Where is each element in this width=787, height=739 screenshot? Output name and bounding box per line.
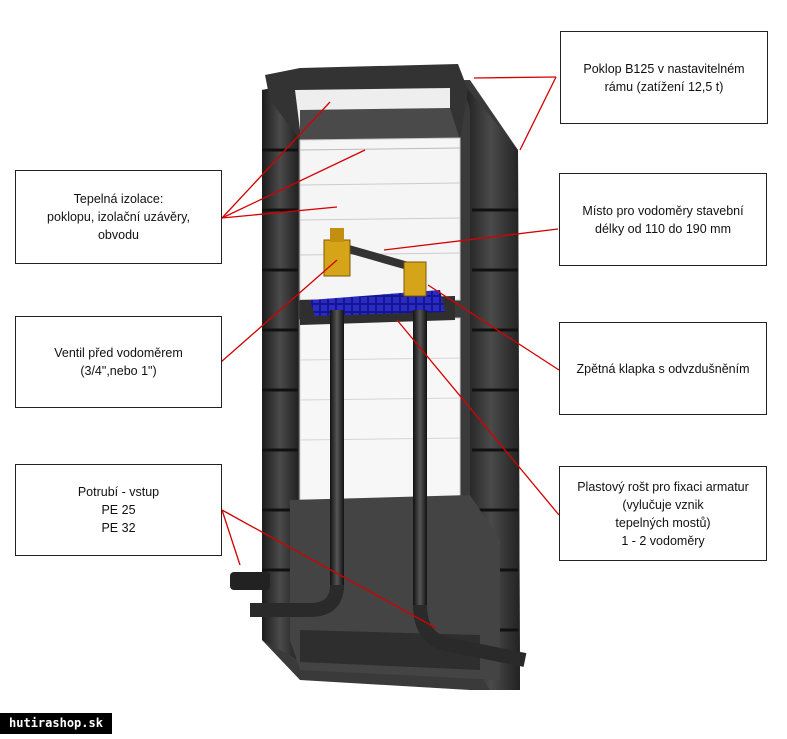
callout-line: (vylučuje vznik: [622, 497, 704, 512]
arrow-poklop-a: [473, 76, 557, 79]
callout-potrubi: Potrubí - vstup PE 25 PE 32: [15, 464, 222, 556]
callout-izolace: Tepelná izolace: poklopu, izolační uzávěr…: [15, 170, 222, 264]
callout-rost: Plastový rošt pro fixaci armatur (vylučuj…: [559, 466, 767, 561]
callout-klapka: Zpětná klapka s odvzdušněním: [559, 322, 767, 415]
arrows: [220, 76, 560, 629]
callout-line: Poklop B125 v nastavitelném: [583, 61, 745, 76]
callout-ventil: Ventil před vodoměrem (3/4",nebo 1"): [15, 316, 222, 408]
arrow-izolace-b: [221, 149, 366, 219]
callout-line: Plastový rošt pro fixaci armatur: [577, 479, 749, 494]
valves: [323, 228, 427, 297]
arrow-rost: [396, 319, 560, 516]
callout-line: Tepelná izolace:: [73, 192, 164, 206]
callout-line: obvodu: [97, 228, 139, 242]
watermark-label: hutirashop.sk: [0, 713, 112, 734]
callout-line: Ventil před vodoměrem: [54, 346, 183, 360]
arrow-poklop-b: [519, 76, 557, 151]
callout-line: Místo pro vodoměry stavební: [582, 203, 744, 218]
callout-line: tepelných mostů): [615, 515, 711, 530]
arrow-potrubi-b: [221, 509, 437, 629]
callout-line: 1 - 2 vodoměry: [621, 533, 705, 548]
callout-line: (3/4",nebo 1"): [80, 364, 157, 378]
arrow-misto: [383, 228, 559, 251]
callout-poklop: Poklop B125 v nastavitelném rámu (zatížen…: [560, 31, 768, 124]
callout-line: rámu (zatížení 12,5 t): [604, 79, 724, 94]
callout-line: poklopu, izolační uzávěry,: [47, 210, 190, 224]
arrow-potrubi-a: [221, 509, 241, 566]
arrow-ventil: [220, 259, 338, 363]
callout-line: PE 25: [101, 503, 136, 517]
callout-line: PE 32: [101, 521, 136, 535]
callout-misto: Místo pro vodoměry stavební délky od 110 …: [559, 173, 767, 266]
cover-frame: [265, 64, 468, 140]
arrow-izolace-c: [221, 206, 338, 219]
arrow-izolace-a: [221, 101, 331, 219]
pipes: [230, 310, 527, 667]
callout-line: délky od 110 do 190 mm: [595, 221, 731, 236]
arrow-klapka: [427, 284, 560, 371]
callout-line: Potrubí - vstup: [77, 485, 160, 499]
callout-line: Zpětná klapka s odvzdušněním: [576, 361, 750, 376]
